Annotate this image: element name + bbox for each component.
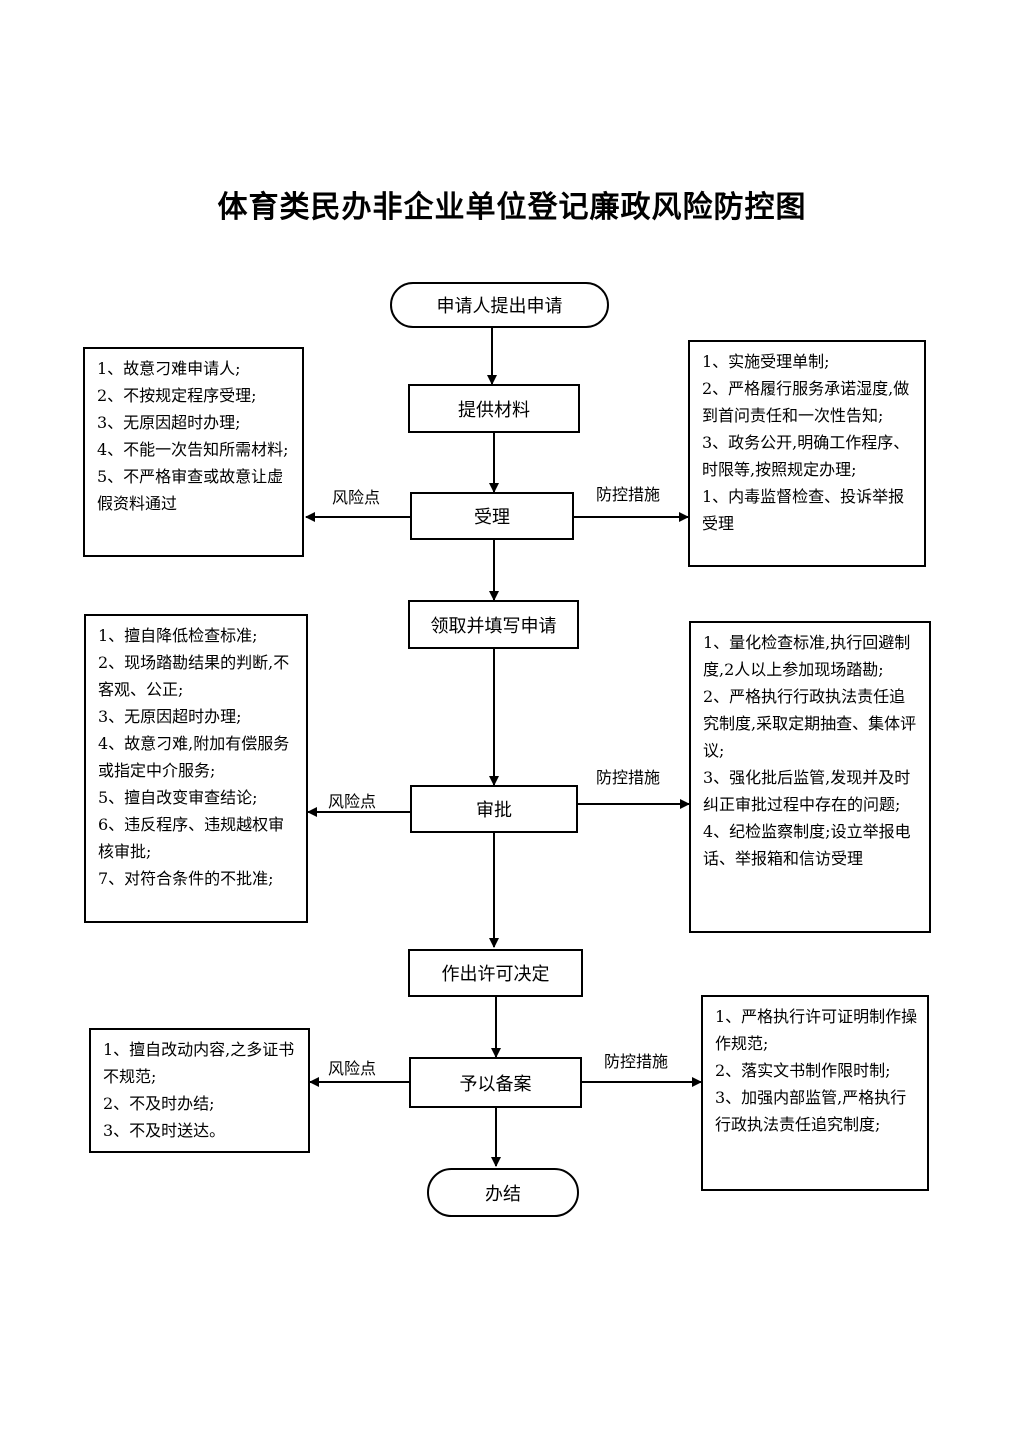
node-accept: 受理 <box>410 492 574 540</box>
control-item: 3、政务公开,明确工作程序、时限等,按照规定办理; <box>702 433 910 479</box>
risk-box-accept: 1、故意刁难申请人; 2、不按规定程序受理; 3、无原因超时办理; 4、不能一次… <box>83 347 304 557</box>
label-control-accept: 防控措施 <box>596 485 661 504</box>
node-file-record: 予以备案 <box>409 1057 582 1108</box>
control-item: 1、内毒监督检查、投诉举报受理 <box>702 487 905 533</box>
control-item: 1、严格执行许可证明制作操作规范; <box>715 1007 918 1053</box>
risk-item: 2、现场踏勘结果的判断,不客观、公正; <box>98 653 290 699</box>
risk-item: 6、违反程序、违规越权审核审批; <box>98 815 285 861</box>
node-receive-apply: 领取并填写申请 <box>408 600 579 649</box>
node-approve: 审批 <box>410 785 578 833</box>
risk-item: 3、无原因超时办理; <box>97 413 241 432</box>
node-decide: 作出许可决定 <box>408 949 583 997</box>
control-box-file: 1、严格执行许可证明制作操作规范; 2、落实文书制作限时制; 3、加强内部监管,… <box>701 995 929 1191</box>
label-control-approve: 防控措施 <box>596 768 661 787</box>
risk-item: 5、不严格审查或故意让虚假资料通过 <box>97 467 284 513</box>
label-risk-approve: 风险点 <box>328 792 377 811</box>
risk-item: 3、无原因超时办理; <box>98 707 242 726</box>
risk-item: 4、不能一次告知所需材料; <box>97 440 289 459</box>
control-box-accept: 1、实施受理单制; 2、严格履行服务承诺湿度,做到首问责任和一次性告知; 3、政… <box>688 340 926 567</box>
risk-item: 1、故意刁难申请人; <box>97 359 241 378</box>
control-item: 2、严格执行行政执法责任追究制度,采取定期抽查、集体评议; <box>703 687 917 760</box>
risk-item: 7、对符合条件的不批准; <box>98 869 274 888</box>
label-risk-file: 风险点 <box>328 1059 377 1078</box>
control-item: 2、落实文书制作限时制; <box>715 1061 891 1080</box>
node-start: 申请人提出申请 <box>390 282 609 328</box>
label-control-file: 防控措施 <box>604 1052 669 1071</box>
risk-item: 1、擅自改动内容,之多证书不规范; <box>103 1040 295 1086</box>
page-title: 体育类民办非企业单位登记廉政风险防控图 <box>217 190 807 225</box>
risk-item: 5、擅自改变审查结论; <box>98 788 258 807</box>
risk-item: 2、不按规定程序受理; <box>97 386 257 405</box>
control-item: 2、严格履行服务承诺湿度,做到首问责任和一次性告知; <box>702 379 910 425</box>
control-item: 1、量化检查标准,执行回避制度,2人以上参加现场踏勘; <box>703 633 911 679</box>
risk-box-approve: 1、擅自降低检查标准; 2、现场踏勘结果的判断,不客观、公正; 3、无原因超时办… <box>84 614 308 923</box>
node-provide-materials: 提供材料 <box>408 384 580 433</box>
risk-box-file: 1、擅自改动内容,之多证书不规范; 2、不及时办结; 3、不及时送达。 <box>89 1028 310 1153</box>
risk-item: 3、不及时送达。 <box>103 1121 226 1140</box>
risk-item: 1、擅自降低检查标准; <box>98 626 258 645</box>
label-risk-accept: 风险点 <box>332 488 381 507</box>
control-item: 4、纪检监察制度;设立举报电话、举报箱和信访受理 <box>703 822 911 868</box>
risk-item: 4、故意刁难,附加有偿服务或指定中介服务; <box>98 734 290 780</box>
control-item: 3、加强内部监管,严格执行行政执法责任追究制度; <box>715 1088 907 1134</box>
control-item: 1、实施受理单制; <box>702 352 830 371</box>
control-item: 3、强化批后监管,发现并及时纠正审批过程中存在的问题; <box>703 768 911 814</box>
control-box-approve: 1、量化检查标准,执行回避制度,2人以上参加现场踏勘; 2、严格执行行政执法责任… <box>689 621 931 933</box>
node-end: 办结 <box>427 1168 579 1217</box>
risk-item: 2、不及时办结; <box>103 1094 215 1113</box>
